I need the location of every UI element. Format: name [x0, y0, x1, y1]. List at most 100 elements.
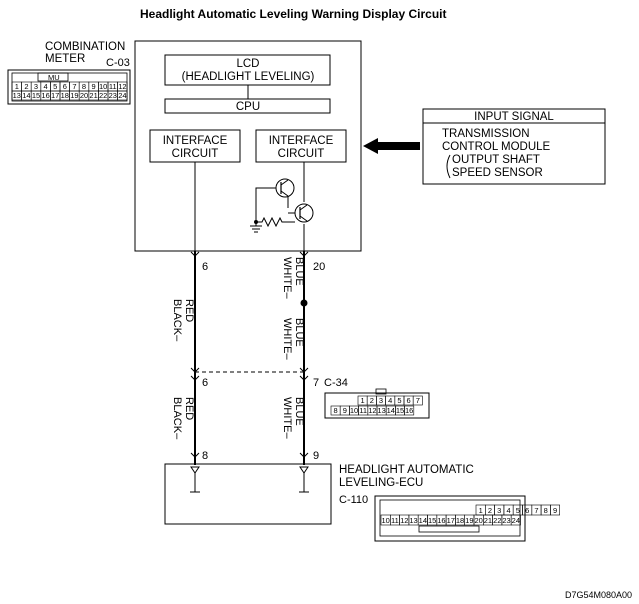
c34-pin-14: 14 [385, 405, 396, 416]
svg-text:14: 14 [419, 516, 427, 525]
svg-text:15: 15 [428, 516, 436, 525]
wire-color-left-2: BLACK– RED [171, 397, 195, 440]
c03-pin-4: 4 [40, 81, 51, 92]
c110-pin-2: 2 [484, 504, 495, 516]
svg-text:13: 13 [377, 406, 385, 415]
c03-pin-23: 23 [107, 90, 118, 101]
c110-connector-key [418, 525, 480, 533]
svg-text:12: 12 [368, 406, 376, 415]
c110-pin-4: 4 [503, 504, 514, 516]
c110-pin-17: 17 [445, 514, 456, 526]
c03-pin-16: 16 [40, 90, 51, 101]
c110-pin-23: 23 [501, 514, 512, 526]
harness-wires [190, 251, 309, 465]
pin-right-meter: 20 [313, 261, 325, 273]
c110-pin-7: 7 [531, 504, 542, 516]
c03-pin-7: 7 [69, 81, 80, 92]
svg-text:9: 9 [553, 506, 557, 515]
c03-pin-19: 19 [69, 90, 80, 101]
input-signal-box [422, 108, 606, 185]
interface-circuit-left-line2: CIRCUIT [172, 148, 219, 160]
svg-text:WHITE–: WHITE– [281, 257, 293, 299]
svg-text:2: 2 [24, 82, 28, 91]
splice-point [300, 299, 308, 307]
svg-text:22: 22 [99, 91, 107, 100]
c34-pin-4: 4 [385, 395, 396, 406]
input-signal-group: INPUT SIGNAL TRANSMISSION CONTROL MODULE… [363, 108, 606, 185]
c03-connector-outline [7, 69, 131, 105]
svg-text:4: 4 [44, 82, 48, 91]
c110-pin-10: 10 [380, 514, 391, 526]
svg-text:7: 7 [534, 506, 538, 515]
svg-text:20: 20 [474, 516, 482, 525]
svg-text:17: 17 [447, 516, 455, 525]
c110-connector-outline [374, 495, 526, 542]
ecu-label-line2: LEVELING-ECU [339, 477, 423, 489]
resistor-icon [256, 216, 295, 228]
c110-pin-22: 22 [492, 514, 503, 526]
c110-pin-21: 21 [482, 514, 493, 526]
ecu-label-line1: HEADLIGHT AUTOMATIC [339, 464, 474, 476]
c03-pin-3: 3 [30, 81, 42, 92]
svg-text:24: 24 [512, 516, 520, 525]
svg-text:6: 6 [407, 396, 411, 405]
svg-text:WHITE–: WHITE– [281, 397, 293, 439]
svg-text:15: 15 [32, 91, 40, 100]
pin-left-junction: 6 [202, 377, 208, 389]
c110-connector-inner [379, 499, 521, 537]
c110-pin-15: 15 [427, 514, 438, 526]
interface-circuit-right-line2: CIRCUIT [278, 148, 325, 160]
wire-color-right-3: WHITE– BLUE [281, 397, 305, 439]
svg-text:2: 2 [370, 396, 374, 405]
wire-color-left-1: BLACK– RED [171, 299, 195, 342]
svg-text:19: 19 [70, 91, 78, 100]
c110-pin-6: 6 [522, 504, 533, 516]
svg-text:RED: RED [183, 397, 195, 420]
c110-pin-18: 18 [455, 514, 465, 526]
input-signal-line4: SPEED SENSOR [452, 167, 543, 179]
c03-pin-14: 14 [21, 90, 32, 101]
c110-pin-11: 11 [389, 514, 400, 526]
c34-pin-2: 2 [366, 395, 377, 406]
svg-text:16: 16 [41, 91, 49, 100]
pin-left-meter: 6 [202, 261, 208, 273]
c34-pin-6: 6 [403, 395, 414, 406]
c110-pin-12: 12 [399, 514, 410, 526]
c03-pin-18: 18 [59, 90, 70, 101]
svg-text:15: 15 [396, 406, 404, 415]
cpu-label: CPU [236, 101, 260, 113]
input-signal-line1: TRANSMISSION [442, 128, 530, 140]
c03-connector-key-label: MU [48, 73, 60, 82]
c34-pin-1: 1 [357, 395, 368, 406]
svg-text:12: 12 [118, 82, 126, 91]
c110-pin-20: 20 [473, 514, 484, 526]
c03-pin-22: 22 [98, 90, 109, 101]
input-signal-arrow-icon [363, 138, 420, 154]
svg-text:RED: RED [183, 299, 195, 322]
svg-text:6: 6 [63, 82, 67, 91]
svg-text:13: 13 [13, 91, 21, 100]
c03-pin-12: 12 [117, 81, 128, 92]
combination-meter-connector-id: C-03 [106, 57, 130, 69]
svg-text:20: 20 [80, 91, 88, 100]
svg-text:11: 11 [359, 406, 367, 415]
input-signal-line2: CONTROL MODULE [442, 141, 551, 153]
transistor-circuit [194, 162, 314, 251]
c03-pin-6: 6 [59, 81, 70, 92]
svg-text:22: 22 [493, 516, 501, 525]
svg-text:21: 21 [484, 516, 492, 525]
svg-text:16: 16 [437, 516, 445, 525]
svg-text:3: 3 [379, 396, 383, 405]
svg-text:23: 23 [109, 91, 117, 100]
c34-pin-7: 7 [412, 395, 423, 406]
combination-meter-box [134, 40, 362, 252]
svg-text:5: 5 [397, 396, 401, 405]
c34-pin-15: 15 [395, 405, 405, 416]
c34-connector-key [375, 388, 387, 395]
svg-text:8: 8 [544, 506, 548, 515]
svg-text:1: 1 [479, 506, 483, 515]
svg-text:13: 13 [409, 516, 417, 525]
c110-pin-5: 5 [512, 504, 523, 516]
